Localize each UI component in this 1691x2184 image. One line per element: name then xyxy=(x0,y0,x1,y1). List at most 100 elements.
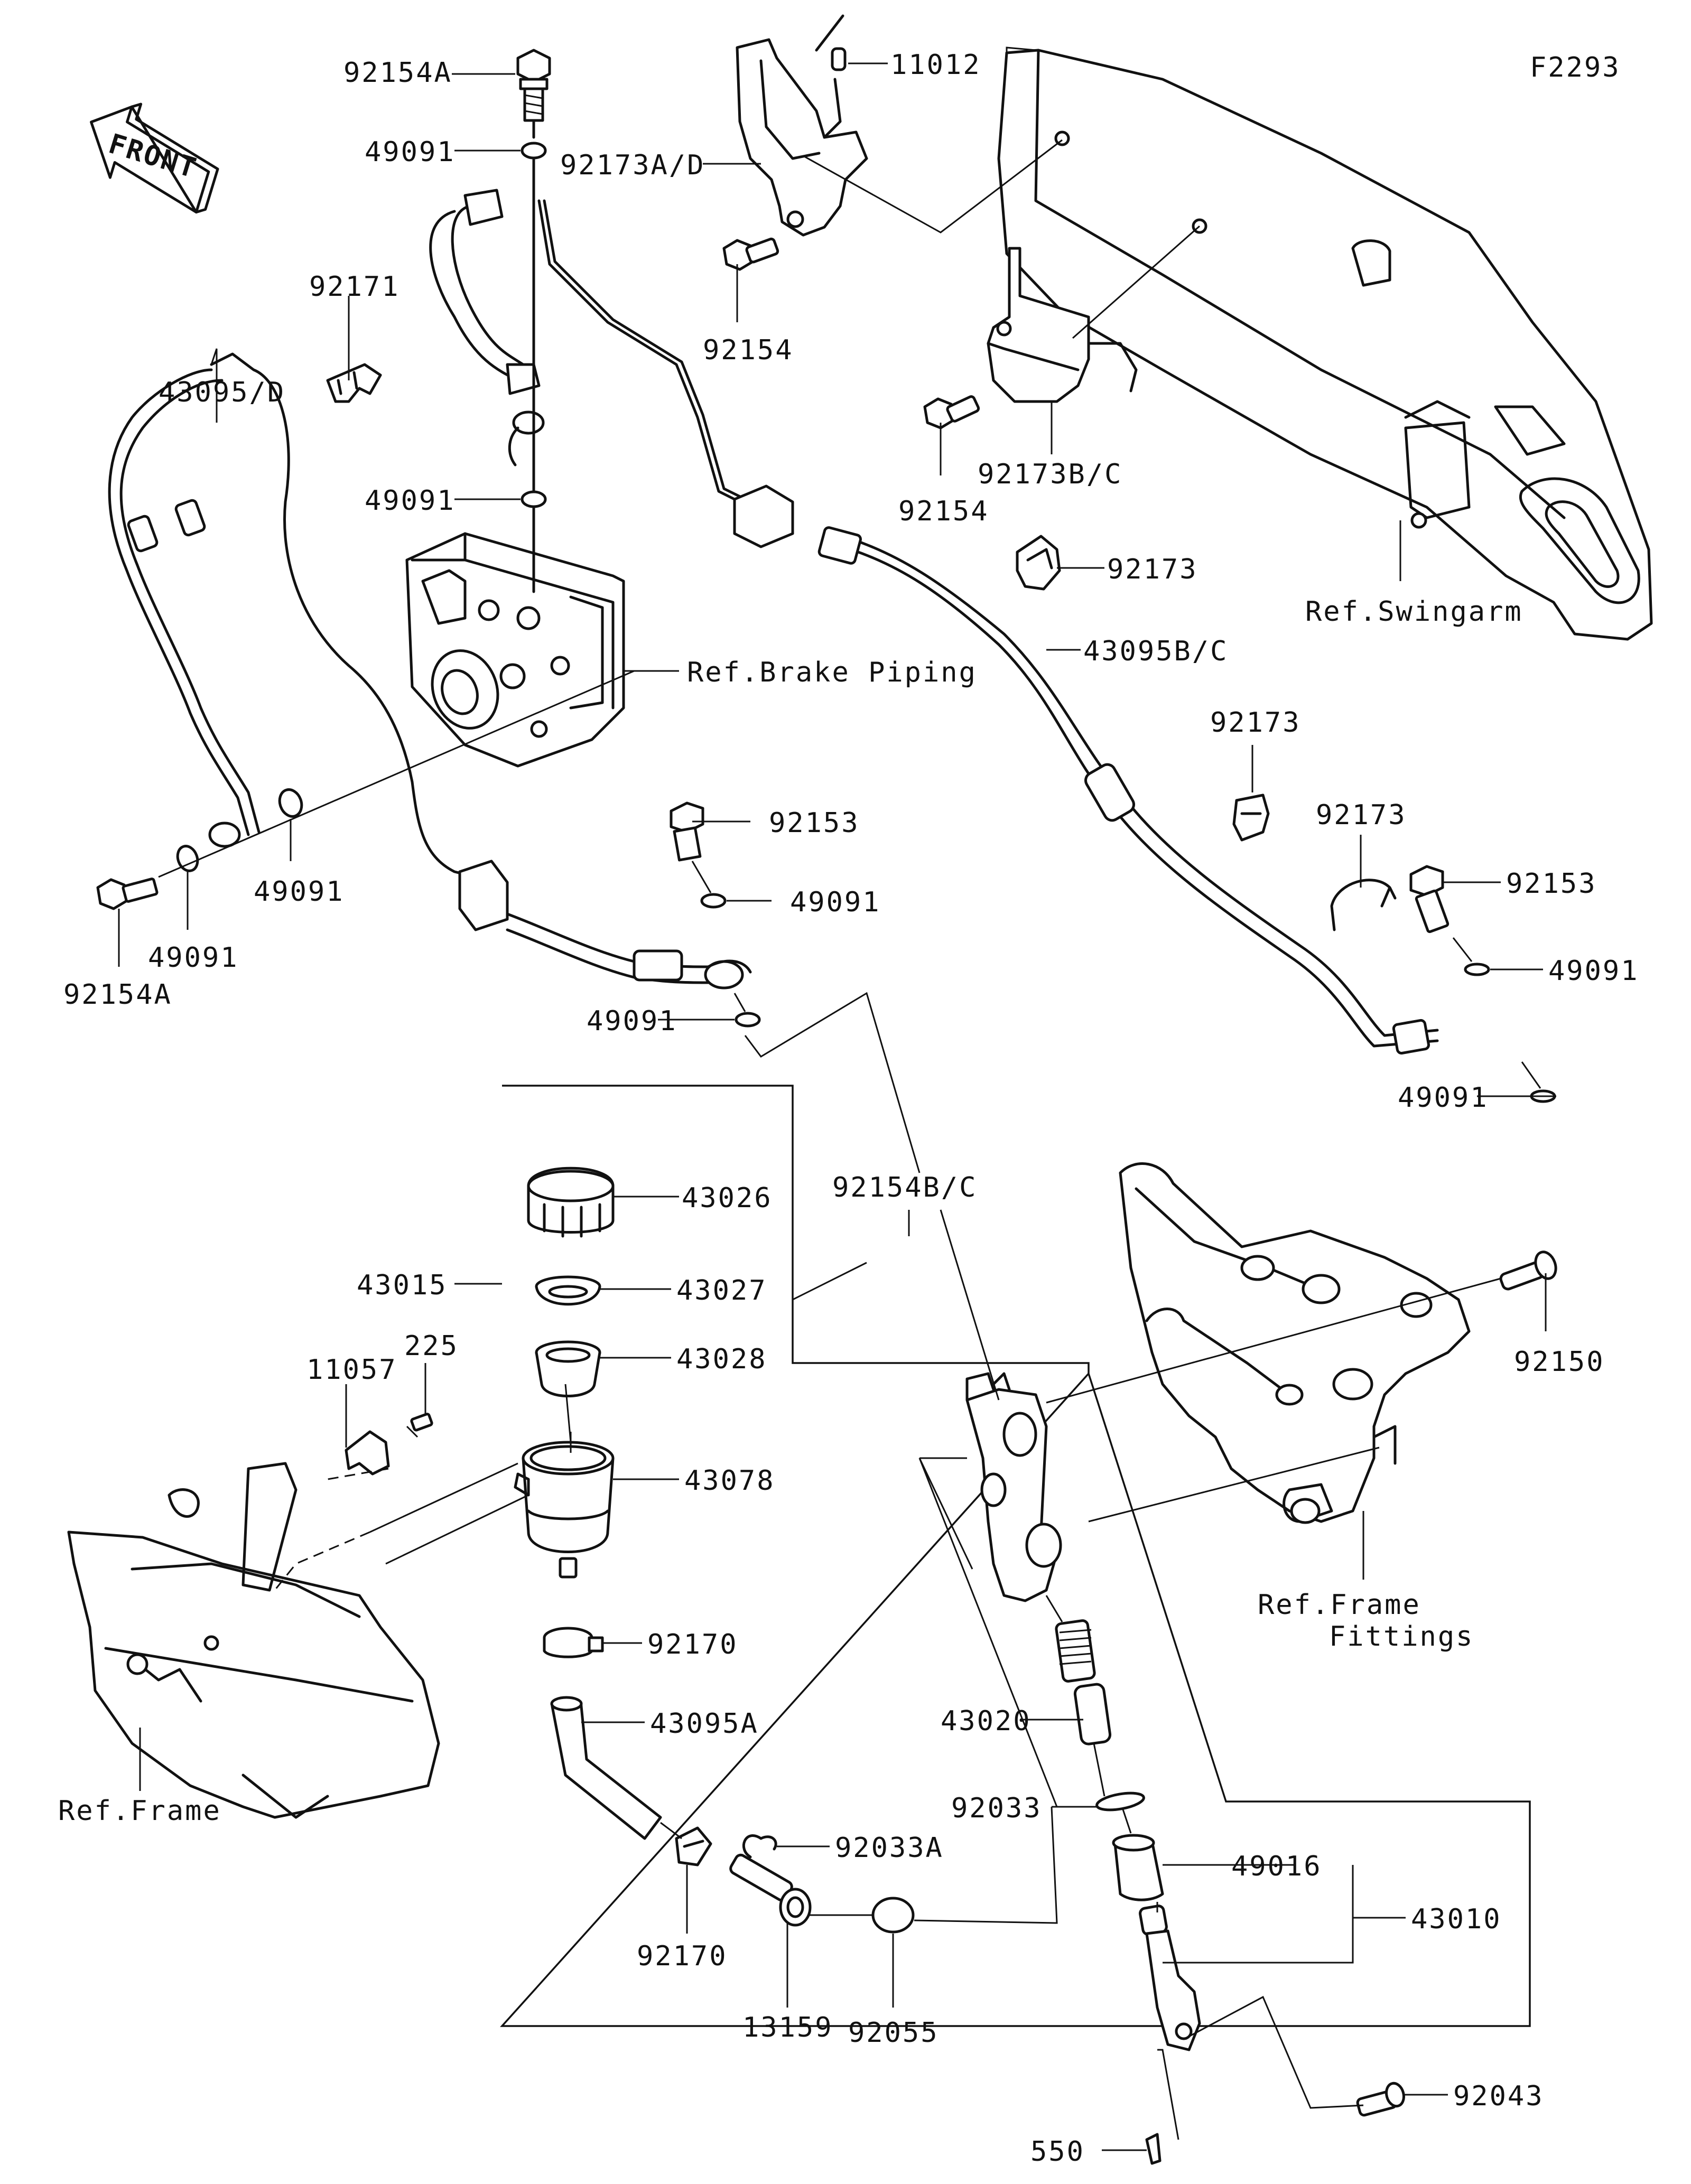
label-43015: 43015 xyxy=(357,1270,448,1301)
label-92154-a: 92154 xyxy=(703,334,794,366)
label-49091-g: 49091 xyxy=(587,1005,677,1037)
label-43095D: 43095/D xyxy=(159,377,285,408)
clip-92173-b xyxy=(1232,794,1270,842)
label-92171: 92171 xyxy=(309,271,400,303)
label-49091-a: 49091 xyxy=(365,136,456,168)
clamp-92170-b xyxy=(675,1826,712,1866)
label-49091-c: 49091 xyxy=(790,886,881,918)
pin-11012 xyxy=(831,47,847,71)
label-ref-brake-piping: Ref.Brake Piping xyxy=(687,657,977,688)
leader-lines xyxy=(118,62,1556,2151)
hose-43095a xyxy=(550,1696,662,1840)
label-13159: 13159 xyxy=(742,2012,833,2043)
clip-92173-a xyxy=(1016,535,1061,591)
label-92154A-bot: 92154A xyxy=(63,979,172,1011)
label-ref-frame: Ref.Frame xyxy=(58,1795,221,1827)
washer-49091-a xyxy=(521,142,547,160)
washer-49091-f xyxy=(735,1012,761,1028)
label-43026: 43026 xyxy=(682,1182,773,1214)
label-92170-a: 92170 xyxy=(647,1629,738,1660)
label-43027: 43027 xyxy=(676,1275,767,1306)
clip-11057 xyxy=(345,1430,390,1476)
label-43020: 43020 xyxy=(941,1705,1032,1737)
cotter-pin-550 xyxy=(1145,2133,1162,2165)
snap-ring-92033a xyxy=(742,1834,777,1859)
label-43078: 43078 xyxy=(684,1465,775,1497)
pin-92043 xyxy=(1356,2082,1405,2117)
label-92170-b: 92170 xyxy=(637,1940,728,1972)
frame-reference-drawing xyxy=(67,1462,440,1819)
label-225: 225 xyxy=(404,1330,459,1362)
washer-49091-c xyxy=(700,893,727,909)
label-11057: 11057 xyxy=(306,1354,397,1386)
label-ref-frame-fittings-1: Ref.Frame xyxy=(1258,1589,1421,1621)
swingarm-reference-drawing xyxy=(997,49,1653,641)
fitting-13159 xyxy=(729,1853,812,1927)
bolt-92154a-left xyxy=(96,878,159,910)
bolt-92154-a xyxy=(722,237,779,271)
label-49091-h: 49091 xyxy=(1398,1082,1489,1114)
label-92154A-top: 92154A xyxy=(343,57,452,89)
label-92033: 92033 xyxy=(951,1793,1042,1824)
label-43028: 43028 xyxy=(676,1343,767,1375)
label-49016: 49016 xyxy=(1231,1851,1322,1882)
master-cylinder-43020 xyxy=(965,1372,1062,1602)
push-rod-43010 xyxy=(1139,1905,1201,2051)
bolt-92154-b xyxy=(923,395,980,430)
label-ref-frame-fittings-2: Fittings xyxy=(1329,1621,1474,1653)
washer-49091-e xyxy=(176,845,199,872)
label-11012: 11012 xyxy=(890,49,981,81)
label-92055: 92055 xyxy=(848,2017,939,2049)
screw-225 xyxy=(406,1413,433,1438)
bolt-92153-a xyxy=(670,801,704,862)
label-43010: 43010 xyxy=(1411,1903,1502,1935)
label-ref-swingarm: Ref.Swingarm xyxy=(1305,596,1523,628)
snap-ring-92033 xyxy=(1095,1791,1145,1812)
figure-code: F2293 xyxy=(1530,52,1621,83)
hose-upper-abs xyxy=(429,210,519,382)
label-92173-c: 92173 xyxy=(1316,799,1407,831)
washer-49091-g xyxy=(1464,963,1490,976)
washer-49091-d xyxy=(278,788,303,818)
boot-49016 xyxy=(1112,1834,1164,1901)
clip-92173-c xyxy=(1330,879,1397,931)
clamp-92170-a xyxy=(543,1627,604,1658)
plate-43028 xyxy=(535,1340,601,1397)
label-49091-e: 49091 xyxy=(254,876,345,908)
label-92173BC: 92173B/C xyxy=(978,459,1122,490)
label-92153-a: 92153 xyxy=(769,807,860,839)
bolt-92150 xyxy=(1499,1250,1557,1291)
frame-fittings-reference-drawing xyxy=(1119,1162,1471,1524)
label-43095BC: 43095B/C xyxy=(1083,636,1228,667)
label-43095A: 43095A xyxy=(650,1708,759,1740)
bolt-92153-b xyxy=(1409,865,1450,934)
part-labels: 92154A 11012 49091 92173A/D 92171 92154 … xyxy=(58,49,1639,2168)
label-92173AD: 92173A/D xyxy=(560,150,705,181)
bolt-92154a-top xyxy=(516,49,551,122)
abs-unit xyxy=(405,532,625,768)
cap-43026 xyxy=(527,1166,615,1238)
front-direction-arrow-icon: FRONT xyxy=(90,102,219,214)
label-92033A: 92033A xyxy=(835,1832,944,1864)
label-92173-a: 92173 xyxy=(1107,554,1198,585)
reservoir-43078 xyxy=(514,1441,615,1579)
label-92154-b: 92154 xyxy=(898,496,989,527)
label-49091-b: 49091 xyxy=(365,485,456,517)
label-550: 550 xyxy=(1030,2136,1085,2168)
assembly-box-outline xyxy=(500,1085,1531,2027)
o-ring-92055 xyxy=(871,1897,915,1934)
label-49091-d: 49091 xyxy=(1548,955,1639,987)
hose-lower xyxy=(506,912,710,968)
clip-92171 xyxy=(326,363,382,403)
hose-43095d xyxy=(108,368,250,836)
bracket-92173ad xyxy=(736,14,868,237)
label-92150: 92150 xyxy=(1514,1346,1605,1378)
washer-49091-b xyxy=(521,490,547,508)
bracket-92173bc xyxy=(987,247,1138,403)
label-92153-b: 92153 xyxy=(1506,868,1597,900)
label-92043: 92043 xyxy=(1453,2080,1544,2112)
label-92154BC: 92154B/C xyxy=(832,1172,977,1203)
label-92173-b: 92173 xyxy=(1210,707,1301,739)
spring-piston xyxy=(1055,1619,1112,1746)
